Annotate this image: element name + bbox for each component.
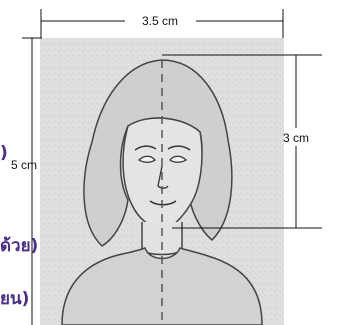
right-eye	[169, 155, 188, 163]
hair-outline	[83, 59, 233, 247]
left-text-fragment-1: )	[0, 143, 8, 163]
photo-height-label: 5 cm	[11, 158, 37, 172]
face-height-label: 3 cm	[283, 131, 309, 145]
left-text-fragment-2: ด้วย)	[0, 236, 38, 256]
mouth	[149, 200, 177, 206]
left-eyebrow	[134, 145, 157, 151]
left-text-fragment-3: ยน)	[0, 289, 29, 309]
left-eye	[137, 155, 156, 163]
width-label: 3.5 cm	[142, 14, 178, 28]
right-eyebrow	[167, 145, 191, 151]
